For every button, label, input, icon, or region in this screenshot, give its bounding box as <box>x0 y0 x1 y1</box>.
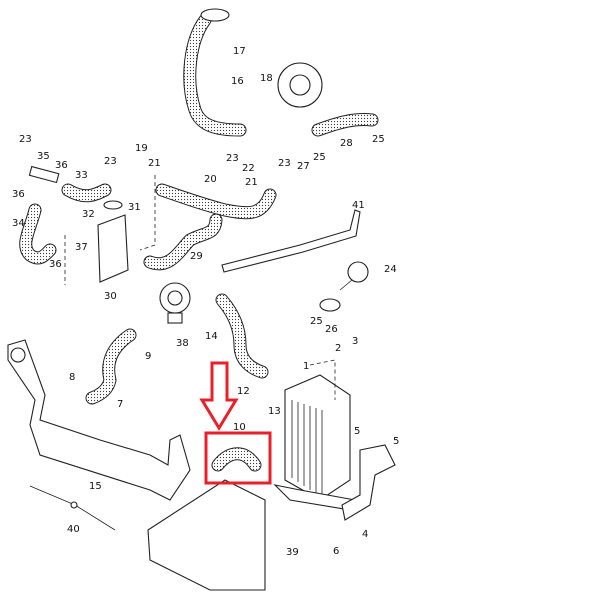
clamp-17 <box>200 8 230 22</box>
air-duct-39 <box>147 479 266 591</box>
hose-28 <box>311 113 379 137</box>
hose-33 <box>28 165 112 203</box>
hose-34 <box>19 203 57 265</box>
callout-14: 14 <box>205 331 218 342</box>
cap-31 <box>103 200 123 210</box>
hose-20 <box>155 183 277 220</box>
callout-37: 37 <box>75 242 88 253</box>
callouts: 17 16 18 23 35 36 33 23 19 21 23 22 23 2… <box>12 46 399 558</box>
callout-23: 23 <box>19 134 32 145</box>
tee-piece-35 <box>28 165 60 184</box>
callout-4: 4 <box>362 529 368 540</box>
callout-39: 39 <box>286 547 299 558</box>
highlight-arrow <box>199 361 239 431</box>
callout-24: 24 <box>384 264 397 275</box>
throttle-body-38 <box>159 282 191 324</box>
callout-10: 10 <box>233 422 246 433</box>
callout-9: 9 <box>145 351 151 362</box>
callout-32: 32 <box>82 209 95 220</box>
callout-23: 23 <box>104 156 117 167</box>
callout-21: 21 <box>148 158 161 169</box>
intercooler-1 <box>273 374 356 511</box>
cable-tie-40 <box>29 485 116 531</box>
hose-12 <box>215 293 269 379</box>
callout-30: 30 <box>104 291 117 302</box>
callout-35: 35 <box>37 151 50 162</box>
callout-40: 40 <box>67 524 80 535</box>
connector-24 <box>319 261 369 312</box>
callout-25: 25 <box>372 134 385 145</box>
carrier-15 <box>7 339 191 501</box>
callout-41: 41 <box>352 200 365 211</box>
callout-3: 3 <box>352 336 358 347</box>
callout-23: 23 <box>226 153 239 164</box>
callout-25: 25 <box>310 316 323 327</box>
callout-20: 20 <box>204 174 217 185</box>
bracket-4 <box>341 444 396 521</box>
intake-hose-16 <box>183 8 323 137</box>
callout-33: 33 <box>75 170 88 181</box>
callout-12: 12 <box>237 386 250 397</box>
callout-36: 36 <box>12 189 25 200</box>
hose-29 <box>143 213 223 271</box>
callout-38: 38 <box>176 338 189 349</box>
callout-2: 2 <box>335 343 341 354</box>
callout-31: 31 <box>128 202 141 213</box>
callout-16: 16 <box>231 76 244 87</box>
callout-6: 6 <box>333 546 339 557</box>
callout-7: 7 <box>117 399 123 410</box>
callout-8: 8 <box>69 372 75 383</box>
callout-36: 36 <box>55 160 68 171</box>
expansion-tank-30 <box>97 200 129 283</box>
callout-21: 21 <box>245 177 258 188</box>
hose-10 <box>211 447 262 472</box>
callout-1: 1 <box>303 361 309 372</box>
callout-28: 28 <box>340 138 353 149</box>
callout-27: 27 <box>297 161 310 172</box>
callout-13: 13 <box>268 406 281 417</box>
callout-22: 22 <box>242 163 255 174</box>
callout-34: 34 <box>12 218 25 229</box>
pipe-41 <box>221 209 361 273</box>
callout-17: 17 <box>233 46 246 57</box>
callout-19: 19 <box>135 143 148 154</box>
callout-29: 29 <box>190 251 203 262</box>
hose-7 <box>85 328 137 405</box>
callout-5: 5 <box>393 436 399 447</box>
callout-18: 18 <box>260 73 273 84</box>
callout-5: 5 <box>354 426 360 437</box>
callout-36: 36 <box>49 259 62 270</box>
callout-26: 26 <box>325 324 338 335</box>
callout-15: 15 <box>89 481 102 492</box>
callout-25: 25 <box>313 152 326 163</box>
highlight-box <box>204 431 272 485</box>
callout-23: 23 <box>278 158 291 169</box>
